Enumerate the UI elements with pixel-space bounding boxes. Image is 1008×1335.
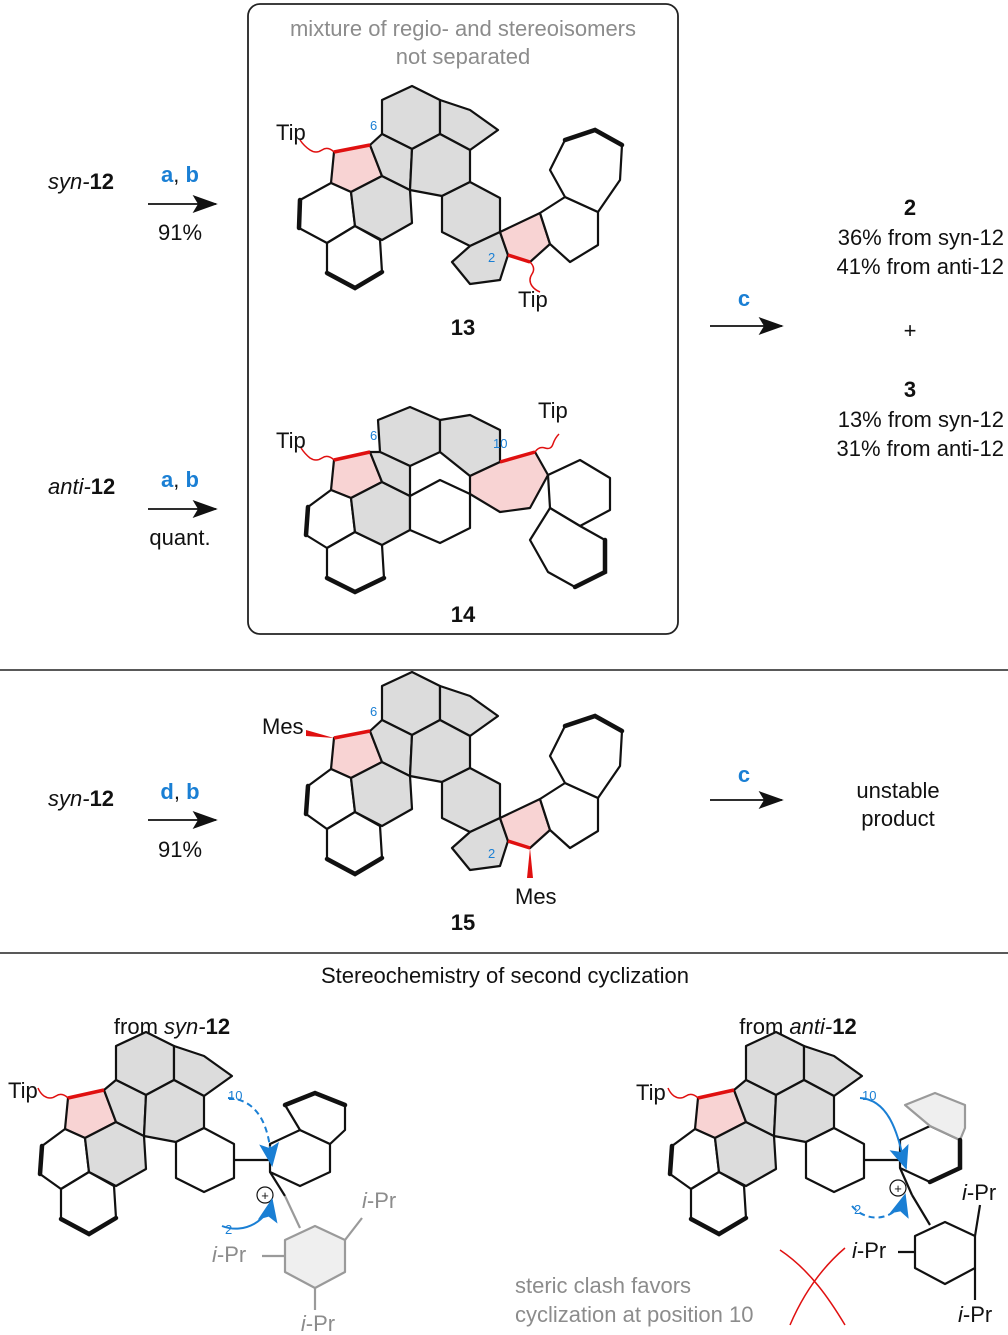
svg-text:+: + — [261, 1188, 269, 1203]
compound-15-label: 15 — [451, 910, 475, 935]
tip-label-13b: Tip — [518, 287, 548, 312]
yield-r2: quant. — [149, 525, 210, 550]
steric-note-line2: cyclization at position 10 — [515, 1302, 753, 1327]
position-10-anti: 10 — [862, 1088, 876, 1103]
structure-13 — [296, 84, 625, 293]
svg-text:+: + — [894, 1181, 902, 1196]
compound-14-label: 14 — [451, 602, 476, 627]
tip-label-14a: Tip — [276, 428, 306, 453]
product-2-label: 2 — [904, 195, 916, 220]
box-header-line2: not separated — [396, 44, 531, 69]
reagents-r2: a, b — [161, 467, 199, 492]
structure-14 — [300, 405, 612, 595]
unstable-product-line1: unstable — [856, 778, 939, 803]
caption-from-syn-12: from syn-12 — [114, 1014, 230, 1039]
ipr-label-syn-3: i-Pr — [301, 1311, 335, 1335]
mes-label-15b: Mes — [515, 884, 557, 909]
tip-label-13a: Tip — [276, 120, 306, 145]
position-6-14: 6 — [370, 428, 377, 443]
yield-r1: 91% — [158, 220, 202, 245]
position-2-anti: 2 — [854, 1202, 861, 1217]
tip-label-anti: Tip — [636, 1080, 666, 1105]
box-header-line1: mixture of regio- and stereoisomers — [290, 16, 636, 41]
reactant-syn-12-b: syn-12 — [48, 786, 114, 811]
ipr-label-anti-3: i-Pr — [958, 1302, 992, 1327]
structure-15 — [303, 670, 625, 878]
position-2-13: 2 — [488, 250, 495, 265]
position-2-15: 2 — [488, 846, 495, 861]
position-6-15: 6 — [370, 704, 377, 719]
position-6-13: 6 — [370, 118, 377, 133]
isomer-mixture-box — [247, 3, 679, 635]
ipr-label-anti-2: i-Pr — [852, 1238, 886, 1263]
compound-13-label: 13 — [451, 315, 475, 340]
steric-note-line1: steric clash favors — [515, 1273, 691, 1298]
product-2-yield-syn: 36% from syn-12 — [838, 225, 1004, 250]
product-3-yield-anti: 31% from anti-12 — [836, 436, 1004, 461]
unstable-product-line2: product — [861, 806, 934, 831]
plus-sign: + — [904, 318, 917, 343]
mes-label-15a: Mes — [262, 714, 304, 739]
reagents-r4: d, b — [160, 779, 199, 804]
reagent-r5: c — [738, 762, 750, 787]
caption-from-anti-12: from anti-12 — [739, 1014, 856, 1039]
ipr-label-syn-1: i-Pr — [362, 1188, 396, 1213]
product-3-yield-syn: 13% from syn-12 — [838, 407, 1004, 432]
reagent-r3: c — [738, 286, 750, 311]
section-title: Stereochemistry of second cyclization — [321, 963, 689, 988]
position-2-syn: 2 — [225, 1222, 232, 1237]
ipr-label-syn-2: i-Pr — [212, 1242, 246, 1267]
reactant-anti-12: anti-12 — [48, 474, 115, 499]
product-2-yield-anti: 41% from anti-12 — [836, 254, 1004, 279]
tip-label-14b: Tip — [538, 398, 568, 423]
ipr-label-anti-1: i-Pr — [962, 1180, 996, 1205]
yield-r4: 91% — [158, 837, 202, 862]
intermediate-anti: + — [667, 1030, 982, 1326]
reagents-r1: a, b — [161, 162, 199, 187]
tip-label-syn: Tip — [8, 1078, 38, 1103]
product-3-label: 3 — [904, 377, 916, 402]
position-10-syn: 10 — [228, 1088, 242, 1103]
intermediate-syn: + — [37, 1030, 363, 1310]
reactant-syn-12: syn-12 — [48, 169, 114, 194]
position-10-14: 10 — [493, 436, 507, 451]
